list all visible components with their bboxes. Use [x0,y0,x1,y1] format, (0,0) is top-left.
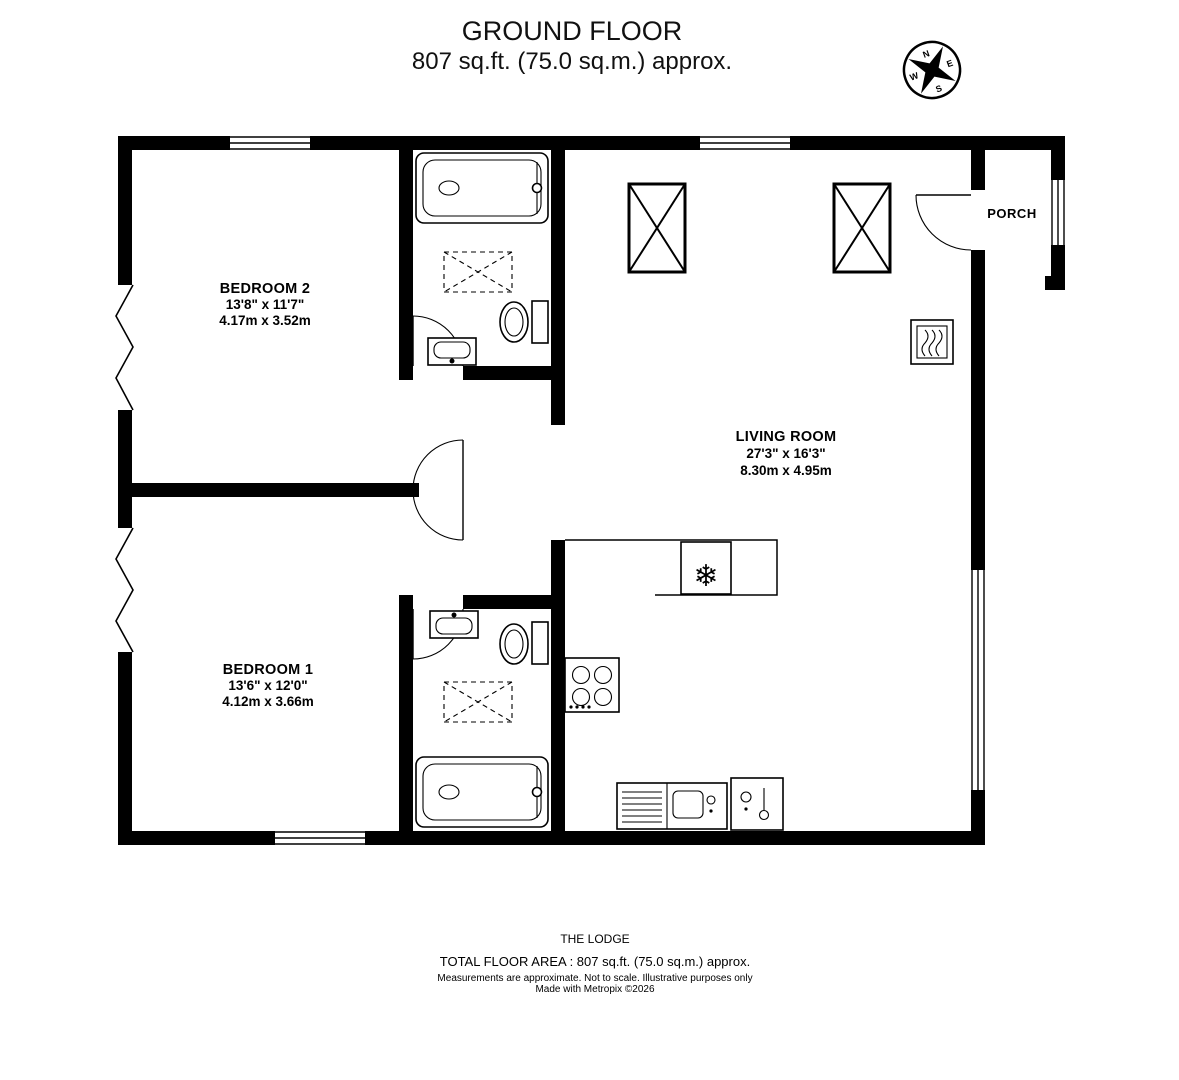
room-size-metric: 4.17m x 3.52m [219,313,311,328]
compass-e: E [945,58,954,69]
door [412,489,464,541]
compass-icon: N E S W [902,40,962,100]
room-size-metric: 4.12m x 3.66m [222,694,314,709]
wall-segment [551,540,565,845]
bathroom-bottom [415,610,549,828]
room-name: LIVING ROOM [736,429,837,445]
bay-window [115,527,134,653]
wall-segment [971,290,985,570]
windows-layer [115,136,1065,845]
window [700,136,790,150]
bath-icon [415,152,549,224]
wall-segment [365,831,985,845]
compass-star [908,46,956,94]
window [230,136,310,150]
kitchen-features: ❄ [564,539,784,831]
title-block: GROUND FLOOR 807 sq.ft. (75.0 sq.m.) app… [412,16,732,75]
hob-icon [564,657,620,713]
compass-ring [902,40,962,100]
page-subtitle: 807 sq.ft. (75.0 sq.m.) approx. [412,48,732,75]
wall-segment [118,652,132,831]
wall-segment [790,136,1065,150]
wall-segment [971,250,985,290]
total-floor-area: TOTAL FLOOR AREA : 807 sq.ft. (75.0 sq.m… [440,954,750,969]
wall-segment [463,366,565,380]
wall-segment [118,136,230,150]
compass-n: N [921,48,931,60]
wall-segment [971,790,985,831]
room-size-imperial: 13'6" x 12'0" [228,678,307,693]
room-size-imperial: 27'3" x 16'3" [746,446,825,461]
room-name: BEDROOM 2 [220,281,311,297]
door [412,439,464,491]
heater-icon [910,319,954,365]
disclaimer: Measurements are approximate. Not to sca… [437,973,752,984]
sink-icon [427,337,477,366]
wardrobe-icon [627,182,687,274]
sink-icon [429,610,479,639]
property-name: THE LODGE [560,932,629,946]
wall-segment [399,595,413,845]
bath-icon [415,756,549,828]
wall-segment [1045,276,1065,290]
bath-mat [443,681,513,723]
window [1051,180,1065,245]
wall-segment [1051,136,1065,180]
room-size-imperial: 13'8" x 11'7" [226,297,305,312]
living-room-features [627,182,954,365]
living-room-label: LIVING ROOM 27'3" x 16'3" 8.30m x 4.95m [736,429,837,478]
toilet-icon [499,300,549,344]
porch-label: PORCH [987,206,1036,221]
wall-segment [971,136,985,190]
bedroom1-label: BEDROOM 1 13'6" x 12'0" 4.12m x 3.66m [222,662,314,709]
wall-segment [118,136,132,285]
dishwasher-icon [730,777,784,831]
bedroom2-label: BEDROOM 2 13'8" x 11'7" 4.17m x 3.52m [219,281,311,328]
page-title: GROUND FLOOR [462,16,683,46]
wall-segment [118,483,419,497]
bathroom-top [415,152,549,366]
room-size-metric: 8.30m x 4.95m [740,463,832,478]
compass-s: S [934,83,943,94]
credit: Made with Metropix ©2026 [535,984,655,995]
room-labels: BEDROOM 2 13'8" x 11'7" 4.17m x 3.52m BE… [219,206,1036,709]
bath-mat [443,251,513,293]
wall-segment [463,595,565,609]
door [915,194,972,251]
kitchen-sink-icon [616,782,728,830]
wall-segment [551,136,565,425]
wall-segment [399,136,413,380]
bay-window [115,284,134,411]
wall-segment [118,831,275,845]
snowflake-icon: ❄ [693,559,718,594]
wall-segment [118,410,132,528]
compass-w: W [908,70,920,82]
walls-layer [118,136,1065,845]
window [971,570,985,790]
wall-segment [310,136,700,150]
room-name: BEDROOM 1 [223,662,314,678]
fridge-icon: ❄ [680,541,732,595]
window [275,831,365,845]
footer: THE LODGE TOTAL FLOOR AREA : 807 sq.ft. … [437,932,752,995]
kitchen-counter [565,539,778,596]
toilet-icon [499,621,549,665]
wardrobe-icon [832,182,892,274]
